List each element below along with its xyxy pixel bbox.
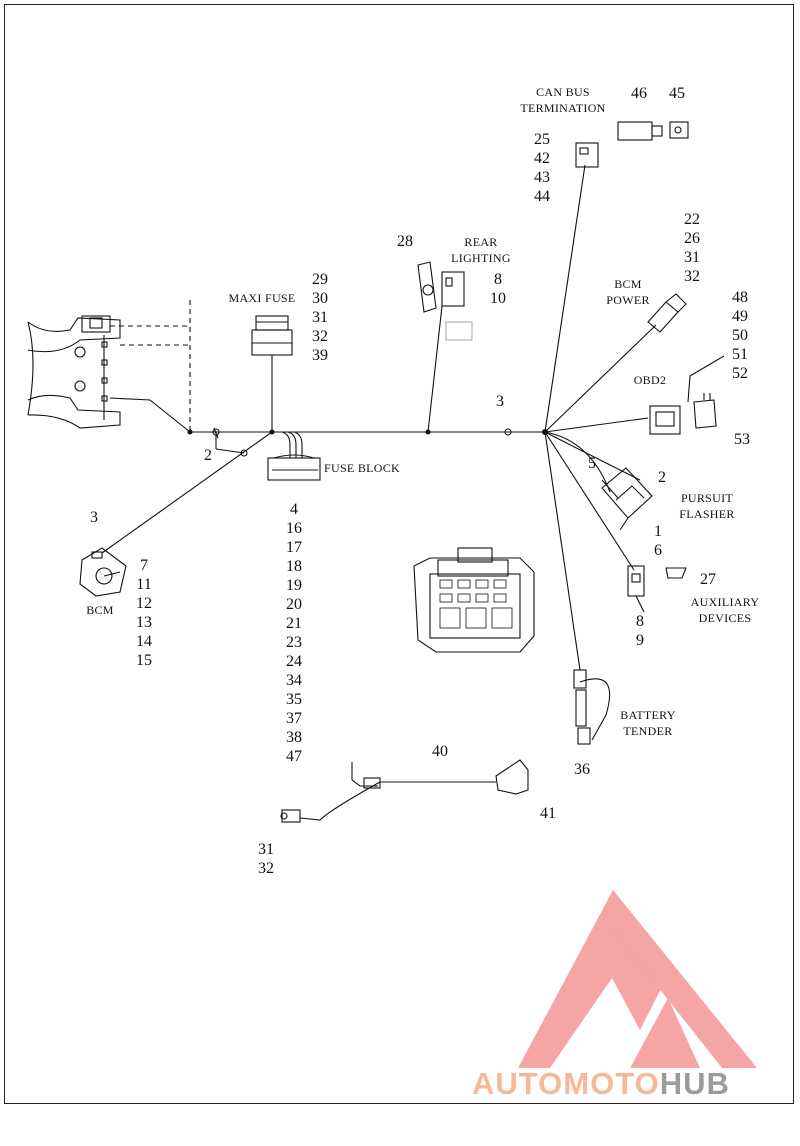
battery-tender-connector: [573, 669, 611, 745]
callout-53: 53: [734, 431, 750, 448]
callout-rear-group: 8 10: [490, 271, 506, 307]
auxiliary-connector: [627, 565, 687, 613]
main-harness: [101, 164, 657, 671]
callout-28: 28: [397, 233, 413, 250]
fuse-box-detail: [413, 547, 535, 653]
callout-aux-group: 8 9: [636, 613, 644, 649]
fuse-block-connector: [267, 454, 321, 481]
label-battery-tender: BATTERY TENDER: [620, 708, 676, 738]
callout-45: 45: [669, 85, 685, 102]
label-auxiliary-devices: AUXILIARY DEVICES: [690, 595, 760, 625]
watermark-moto: MOTO: [563, 1066, 660, 1101]
callout-fuse-group: 4 16 17 18 19 20 21 23 24 34 35 37 38 47: [286, 501, 302, 765]
label-bcm-power: BCM POWER: [606, 277, 650, 307]
callout-pf-2: 2: [658, 469, 666, 486]
callout-3-main: 3: [496, 393, 504, 410]
frame-bracket: [27, 300, 191, 432]
callout-41: 41: [540, 805, 556, 822]
obd2-connectors: [649, 355, 725, 435]
callout-bcm-power-group: 22 26 31 32: [684, 211, 700, 285]
watermark-auto: AUTO: [472, 1066, 564, 1101]
callout-pf-group: 1 6: [654, 523, 662, 559]
callout-bcm-group: 7 11 12 13 14 15: [136, 557, 152, 669]
callout-obd-group: 48 49 50 51 52: [732, 289, 748, 382]
callout-3-bcm: 3: [90, 509, 98, 526]
callout-bottom-group: 31 32: [258, 841, 274, 877]
callout-2-left: 2: [204, 447, 212, 464]
rear-lighting-connectors: [417, 261, 473, 341]
callout-46: 46: [631, 85, 647, 102]
lower-harness: [280, 759, 529, 823]
callout-maxi-group: 29 30 31 32 39: [312, 271, 328, 364]
callout-can-group: 25 42 43 44: [534, 131, 550, 205]
callout-27: 27: [700, 571, 716, 588]
callout-36: 36: [574, 761, 590, 778]
maxi-fuse-connector: [251, 315, 293, 356]
bcm-connector: [79, 547, 127, 597]
bcm-power-connector: [647, 293, 687, 333]
label-can-bus-termination: CAN BUS TERMINATION: [520, 85, 606, 115]
pursuit-flasher-connector: [601, 467, 653, 531]
label-fuse-block: FUSE BLOCK: [324, 461, 401, 475]
label-obd2: OBD2: [633, 373, 667, 387]
label-bcm: BCM: [86, 603, 114, 617]
label-maxi-fuse: MAXI FUSE: [228, 291, 296, 305]
watermark-text: AUTOMOTOHUB: [472, 1066, 730, 1102]
diagram-frame: [4, 4, 794, 1104]
label-pursuit-flasher: PURSUIT FLASHER: [679, 491, 735, 521]
can-bus-connectors: [575, 121, 689, 168]
watermark-logo: [518, 890, 757, 1068]
watermark-hub: HUB: [659, 1066, 730, 1101]
label-rear-lighting: REAR LIGHTING: [451, 235, 511, 265]
callout-pf-5: 5: [588, 455, 596, 472]
callout-40: 40: [432, 743, 448, 760]
